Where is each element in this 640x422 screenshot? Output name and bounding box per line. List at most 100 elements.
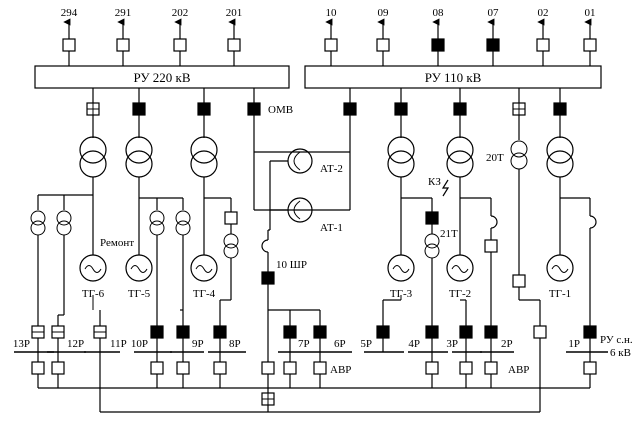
section-breaker[interactable] (583, 325, 597, 339)
line-breaker[interactable] (486, 38, 500, 52)
line-breaker[interactable] (173, 38, 187, 52)
step-up-transformer-winding-1[interactable] (190, 136, 218, 164)
reserve-breaker[interactable] (313, 361, 327, 375)
generator-symbol[interactable] (446, 254, 474, 282)
line-110-01[interactable]: 01 (583, 7, 597, 66)
aux-breaker[interactable] (484, 239, 498, 253)
aux-breaker[interactable] (224, 211, 238, 225)
reserve-breaker[interactable] (583, 361, 597, 375)
line-110-10[interactable]: 10 (324, 7, 338, 66)
aux-section-12r: 12Р (47, 314, 86, 388)
aux-transformer[interactable] (149, 210, 165, 226)
shr10-breaker[interactable] (261, 271, 275, 285)
line-breaker[interactable] (324, 38, 338, 52)
generator-label: ТГ-1 (549, 288, 571, 300)
reserve-breaker[interactable] (213, 361, 227, 375)
avr-label-left: АВР (330, 364, 351, 376)
reserve-breaker[interactable] (150, 361, 164, 375)
line-breaker[interactable] (116, 38, 130, 52)
aux-section-8r: 8Р (208, 299, 246, 388)
line-220-201[interactable]: 201 (226, 7, 243, 66)
reserve-breaker[interactable] (283, 361, 297, 375)
ru220-bus[interactable] (34, 65, 290, 89)
aux-section-6r: 6Р АВР (308, 325, 352, 388)
reserve-backbone[interactable] (38, 310, 590, 413)
step-up-transformer-winding-2[interactable] (387, 150, 415, 178)
reserve-breaker[interactable] (176, 361, 190, 375)
line-breaker[interactable] (227, 38, 241, 52)
step-up-transformer-winding-2[interactable] (546, 150, 574, 178)
line-breaker[interactable] (536, 38, 550, 52)
line-breaker[interactable] (431, 38, 445, 52)
ru-sn-label-line1: РУ с.н. (600, 334, 633, 346)
at-breaker-110[interactable] (343, 102, 357, 116)
reserve-breaker[interactable] (459, 361, 473, 375)
step-up-transformer-winding-1[interactable] (125, 136, 153, 164)
section-breaker[interactable] (313, 325, 327, 339)
step-up-transformer-winding-2[interactable] (190, 150, 218, 178)
aux-transformer[interactable] (56, 210, 72, 226)
generator-breaker-220[interactable] (132, 102, 146, 116)
section-breaker[interactable] (283, 325, 297, 339)
shr10-label: 10 ШР (276, 259, 307, 271)
reserve-breaker[interactable] (31, 361, 45, 375)
line-breaker[interactable] (376, 38, 390, 52)
section-label: 5Р (360, 338, 372, 350)
line-220-202[interactable]: 202 (172, 7, 189, 66)
aux-transformer[interactable] (175, 210, 191, 226)
generator-breaker-220[interactable] (197, 102, 211, 116)
generator-symbol[interactable] (546, 254, 574, 282)
ru110-bus[interactable] (304, 65, 602, 89)
reserve-breaker[interactable] (484, 361, 498, 375)
t20-aux-breaker[interactable] (512, 274, 526, 288)
line-220-294[interactable]: 294 (61, 7, 78, 66)
section-breaker[interactable] (213, 325, 227, 339)
section-breaker[interactable] (176, 325, 190, 339)
aux-transformer[interactable] (30, 210, 46, 226)
reserve-link-breaker[interactable] (261, 361, 275, 375)
reserve-breaker[interactable] (425, 361, 439, 375)
generator-label: ТГ-2 (449, 288, 471, 300)
generator-symbol[interactable] (125, 254, 153, 282)
step-up-transformer-winding-2[interactable] (125, 150, 153, 178)
line-220-291[interactable]: 291 (115, 7, 132, 66)
generator-breaker-110[interactable] (453, 102, 467, 116)
line-110-07[interactable]: 07 (486, 7, 500, 66)
line-110-08[interactable]: 08 (431, 7, 445, 66)
section-breaker[interactable] (376, 325, 390, 339)
step-up-transformer-winding-2[interactable] (446, 150, 474, 178)
line-breaker[interactable] (583, 38, 597, 52)
generator-symbol[interactable] (387, 254, 415, 282)
line-label: 201 (226, 7, 243, 19)
omv-breaker[interactable] (247, 102, 261, 116)
transformer-20t[interactable] (510, 140, 528, 158)
reserve-breaker[interactable] (51, 361, 65, 375)
step-up-transformer-winding-1[interactable] (546, 136, 574, 164)
aux-transformer[interactable] (223, 233, 239, 249)
section-breaker[interactable] (425, 325, 439, 339)
step-up-transformer-winding-1[interactable] (446, 136, 474, 164)
reserve-breaker[interactable] (533, 325, 547, 339)
ru-sn-label-line2: 6 кВ (610, 347, 631, 359)
step-up-transformer-winding-1[interactable] (387, 136, 415, 164)
aux-breaker-21t[interactable] (425, 211, 439, 225)
section-breaker[interactable] (484, 325, 498, 339)
generator-breaker-110[interactable] (553, 102, 567, 116)
line-110-02[interactable]: 02 (536, 7, 550, 66)
reactor-symbol[interactable] (490, 215, 498, 229)
section-breaker[interactable] (459, 325, 473, 339)
line-110-09[interactable]: 09 (376, 7, 390, 66)
section-breaker[interactable] (150, 325, 164, 339)
generator-breaker-110[interactable] (394, 102, 408, 116)
line-breaker[interactable] (62, 38, 76, 52)
reactor-symbol[interactable] (261, 239, 269, 253)
section-label: 9Р (192, 338, 204, 350)
unit-tg4: ТГ-4 (190, 88, 239, 300)
step-up-transformer-winding-1[interactable] (79, 136, 107, 164)
generator-symbol[interactable] (190, 254, 218, 282)
unit-tg1: ТГ-1 (546, 88, 597, 326)
aux-transformer-21t[interactable] (424, 233, 440, 249)
reactor-symbol[interactable] (589, 215, 597, 229)
generator-symbol[interactable] (79, 254, 107, 282)
step-up-transformer-winding-2[interactable] (79, 150, 107, 178)
